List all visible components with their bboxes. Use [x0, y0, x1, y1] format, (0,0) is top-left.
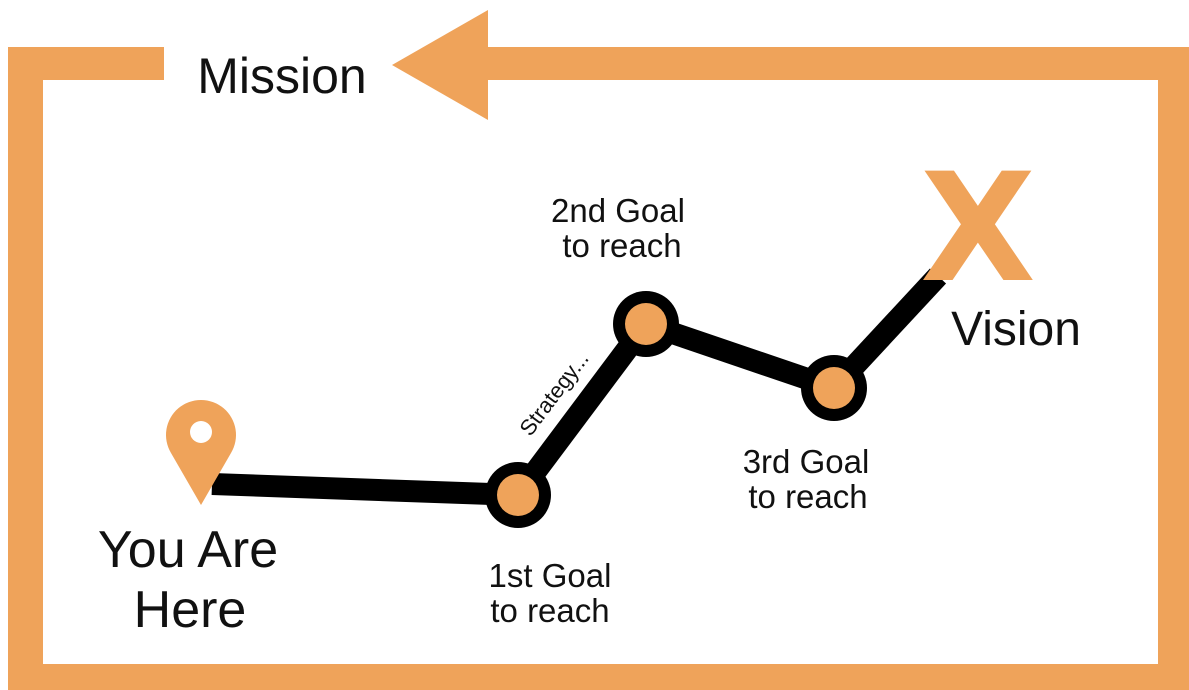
- mission-frame: [8, 10, 1189, 690]
- frame-bottom-edge: [8, 664, 1189, 690]
- location-pin-icon: [165, 399, 236, 505]
- goal-node-1: [485, 462, 551, 528]
- frame-top-left-segment: [8, 47, 164, 80]
- goal-2-label-line2: to reach: [562, 227, 681, 264]
- goal-2-label-line1: 2nd Goal: [551, 192, 685, 229]
- journey-path: [211, 268, 947, 506]
- start-label-line1: You Are: [98, 521, 278, 579]
- frame-left-edge: [8, 47, 43, 690]
- start-label-line2: Here: [134, 581, 247, 639]
- mission-arrow-head: [392, 10, 488, 120]
- frame-right-edge: [1158, 47, 1189, 690]
- path-segment-start-to-goal1: [211, 473, 519, 506]
- goal-3-label-line2: to reach: [748, 478, 867, 515]
- goal-3-label-line1: 3rd Goal: [743, 443, 870, 480]
- goal-node-2: [613, 291, 679, 357]
- goal-1-label-line1: 1st Goal: [489, 557, 612, 594]
- goal-1-label-line2: to reach: [490, 592, 609, 629]
- goal-node-3: [801, 355, 867, 421]
- mission-label: Mission: [197, 48, 366, 104]
- path-segment-goal1-to-goal2: [509, 317, 655, 502]
- vision-label: Vision: [951, 303, 1081, 356]
- frame-top-right-segment: [480, 47, 1189, 80]
- path-segment-goal2-to-goal3: [642, 313, 838, 399]
- vision-x-marker: X: [920, 142, 1036, 316]
